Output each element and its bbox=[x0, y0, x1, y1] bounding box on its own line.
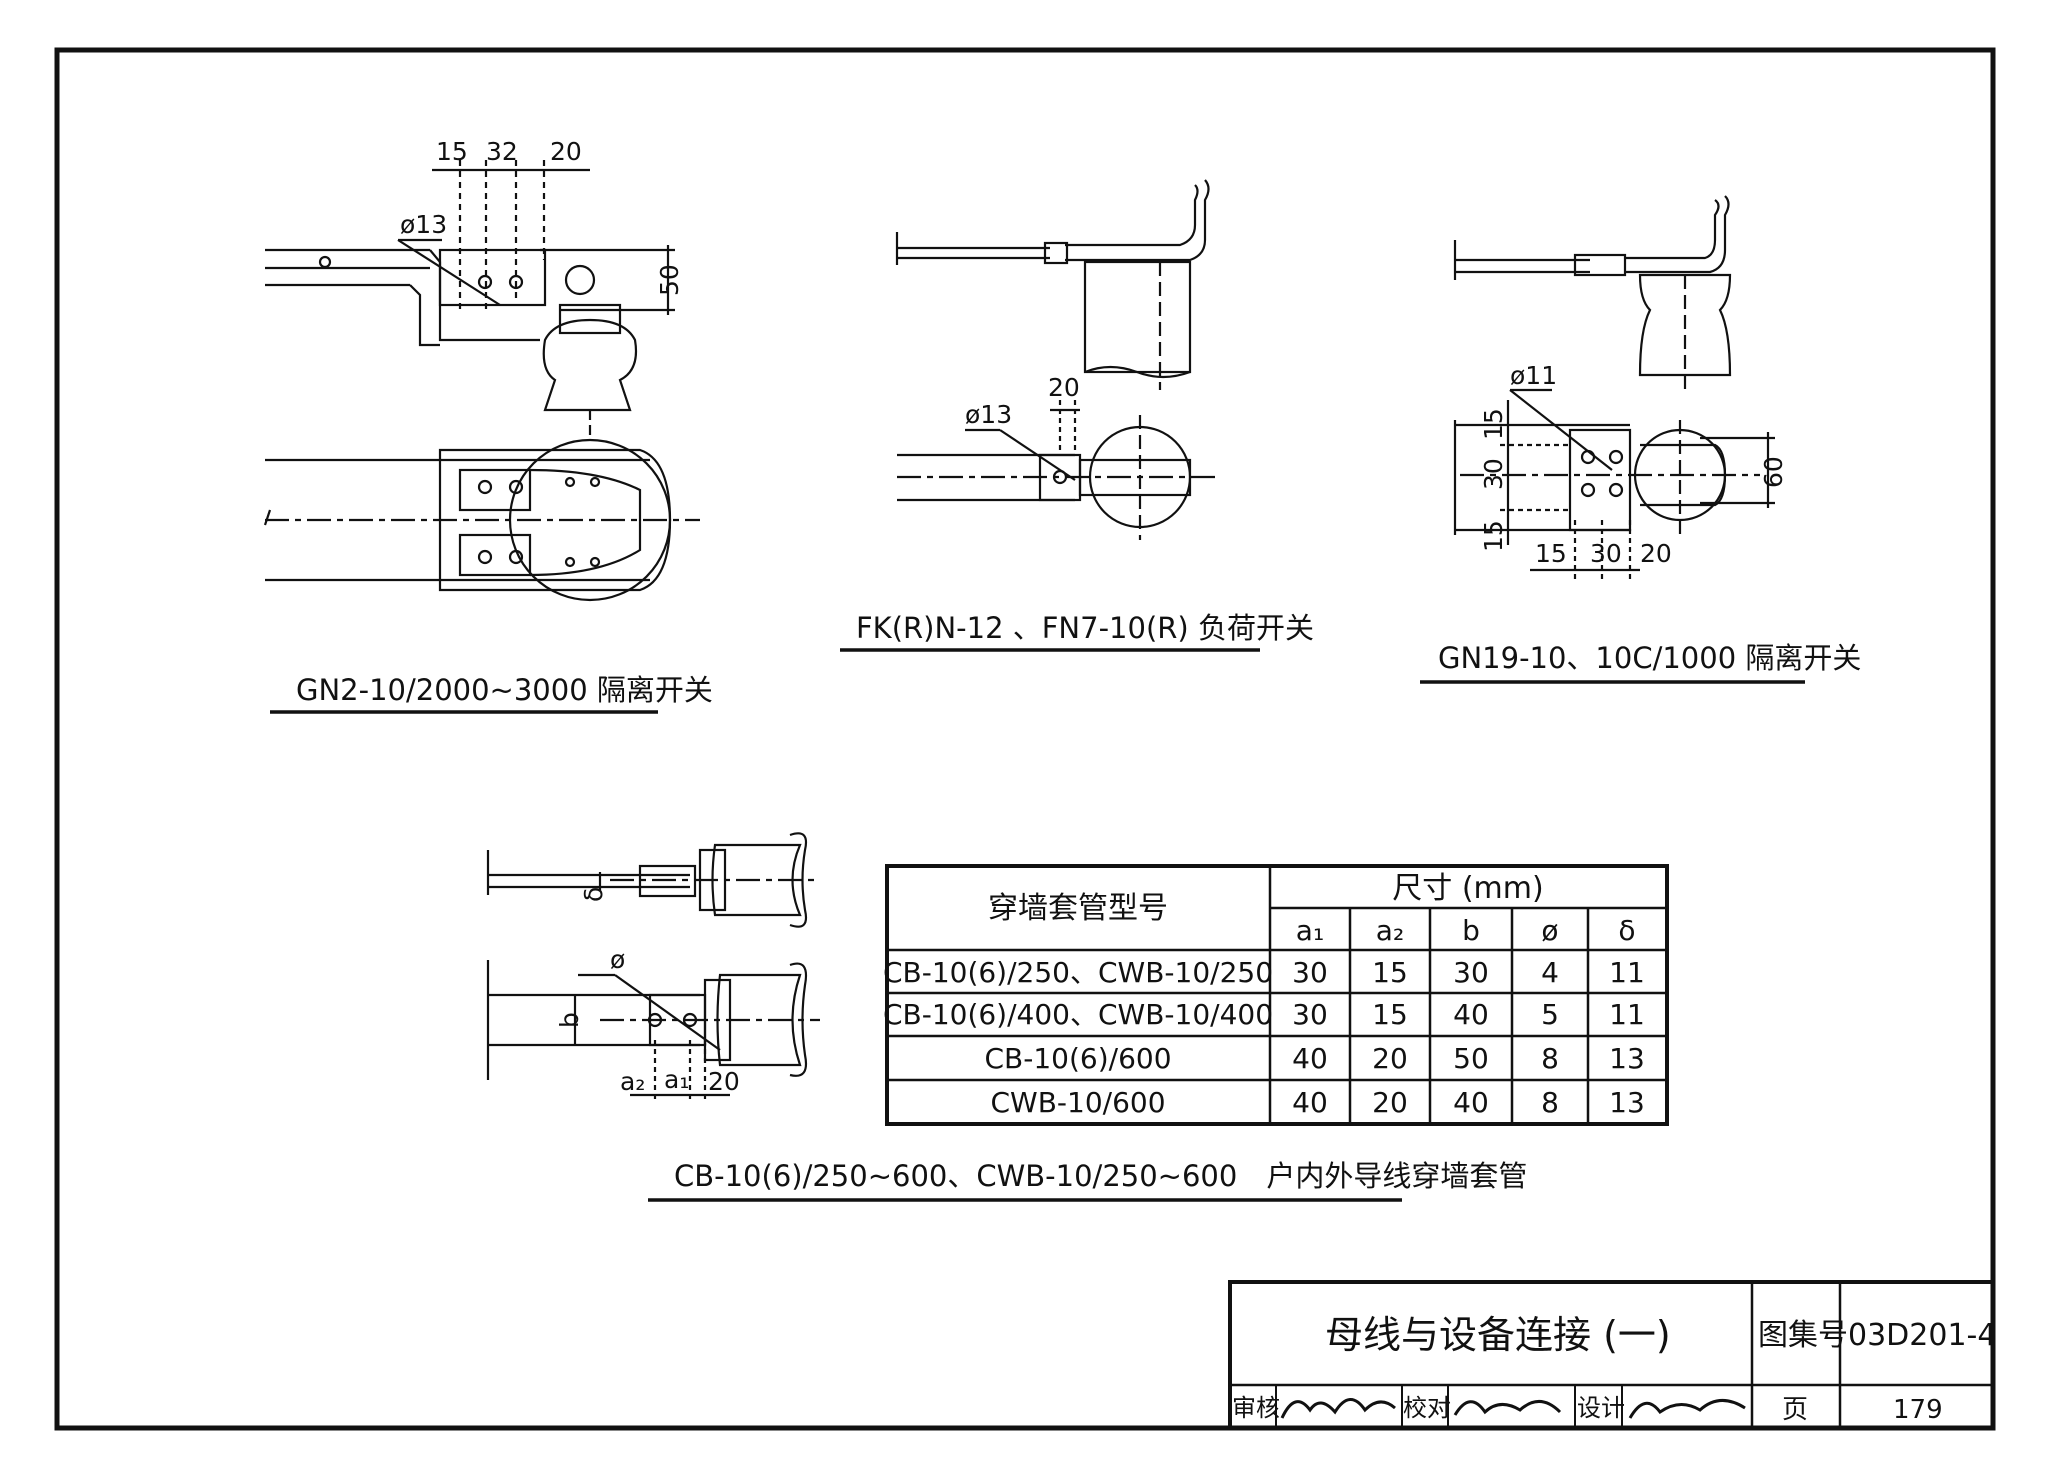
table-text: 穿墙套管型号 尺寸 (mm) a₁ a₂ b ø δ CB-10(6)/250、… bbox=[883, 871, 1645, 1119]
drawing-title: 母线与设备连接 (一) bbox=[1325, 1313, 1671, 1357]
table-row-1-a1: 30 bbox=[1292, 998, 1328, 1031]
gn19-dim-left-bottom: 15 bbox=[1479, 520, 1508, 552]
table-row-0-a2: 15 bbox=[1372, 956, 1408, 989]
gn19-dim-left-mid: 30 bbox=[1479, 458, 1508, 490]
table-row-0-model: CB-10(6)/250、CWB-10/250 bbox=[883, 956, 1273, 989]
gn2-dim-15: 15 bbox=[436, 137, 468, 166]
page-number: 179 bbox=[1893, 1395, 1943, 1425]
table-row-3-b: 40 bbox=[1453, 1086, 1489, 1119]
bushing-label-delta: δ bbox=[579, 887, 608, 902]
atlas-label: 图集号 bbox=[1758, 1318, 1848, 1353]
table-subheader-a2: a₂ bbox=[1376, 914, 1404, 947]
title-block bbox=[1228, 1280, 1995, 1430]
bushing-label-a1: a₁ bbox=[664, 1065, 689, 1094]
bushing-label-a2: a₂ bbox=[620, 1067, 645, 1096]
fk-caption: FK(R)N-12 、FN7-10(R) 负荷开关 bbox=[856, 611, 1314, 645]
table-subheader-delta: δ bbox=[1618, 914, 1635, 947]
gn19-dim-left-top: 15 bbox=[1479, 408, 1508, 440]
fk-hole-label: ø13 bbox=[965, 400, 1012, 429]
bushing-caption: CB-10(6)/250~600、CWB-10/250~600 户内外导线穿墙套… bbox=[674, 1159, 1527, 1193]
gn2-dim-50: 50 bbox=[655, 264, 684, 296]
table-row-1-b: 40 bbox=[1453, 998, 1489, 1031]
check-label: 校对 bbox=[1403, 1394, 1451, 1422]
table-row-2-b: 50 bbox=[1453, 1042, 1489, 1075]
table-row-1-delta: 11 bbox=[1609, 998, 1645, 1031]
gn19-dim-bottom-30: 30 bbox=[1590, 539, 1622, 568]
table-row-0-delta: 11 bbox=[1609, 956, 1645, 989]
table-row-2-model: CB-10(6)/600 bbox=[984, 1042, 1171, 1075]
fk-dim-20: 20 bbox=[1048, 373, 1080, 402]
gn2-drawing bbox=[263, 160, 700, 602]
table-row-2-a1: 40 bbox=[1292, 1042, 1328, 1075]
table-row-3-delta: 13 bbox=[1609, 1086, 1645, 1119]
gn19-caption: GN19-10、10C/1000 隔离开关 bbox=[1438, 641, 1861, 675]
design-label: 设计 bbox=[1577, 1394, 1625, 1422]
gn19-hole-label: ø11 bbox=[1510, 361, 1557, 390]
table-group-header: 尺寸 (mm) bbox=[1392, 871, 1543, 906]
gn2-caption: GN2-10/2000~3000 隔离开关 bbox=[296, 673, 713, 707]
table-row-2-delta: 13 bbox=[1609, 1042, 1645, 1075]
check-signature bbox=[1453, 1400, 1562, 1416]
gn2-dim-20: 20 bbox=[550, 137, 582, 166]
table-row-2-a2: 20 bbox=[1372, 1042, 1408, 1075]
atlas-number: 03D201-4 bbox=[1848, 1318, 1996, 1353]
gn19-dim-bottom-15: 15 bbox=[1535, 539, 1567, 568]
table-row-3-a2: 20 bbox=[1372, 1086, 1408, 1119]
review-signature bbox=[1280, 1398, 1396, 1419]
gn19-dim-right-60: 60 bbox=[1759, 456, 1788, 488]
review-label: 审核 bbox=[1232, 1394, 1280, 1422]
dimension-table bbox=[885, 864, 1669, 1126]
bushing-drawing bbox=[486, 832, 820, 1100]
fk-drawing bbox=[895, 179, 1215, 540]
table-row-1-a2: 15 bbox=[1372, 998, 1408, 1031]
table-row-3-phi: 8 bbox=[1541, 1086, 1559, 1119]
design-signature bbox=[1628, 1399, 1746, 1419]
table-row-0-phi: 4 bbox=[1541, 956, 1559, 989]
table-subheader-phi: ø bbox=[1541, 914, 1558, 947]
table-row-1-phi: 5 bbox=[1541, 998, 1559, 1031]
gn2-hole-label: ø13 bbox=[400, 210, 447, 239]
gn2-dim-32: 32 bbox=[486, 137, 518, 166]
sheet-border bbox=[54, 47, 1996, 1431]
table-row-1-model: CB-10(6)/400、CWB-10/400 bbox=[883, 998, 1273, 1031]
table-subheader-b: b bbox=[1462, 914, 1480, 947]
table-row-2-phi: 8 bbox=[1541, 1042, 1559, 1075]
bushing-label-phi: ø bbox=[610, 945, 625, 974]
bushing-label-b: b bbox=[555, 1012, 584, 1028]
table-row-0-b: 30 bbox=[1453, 956, 1489, 989]
bushing-label-20: 20 bbox=[708, 1067, 740, 1096]
page-label: 页 bbox=[1782, 1395, 1808, 1425]
title-block-text: 母线与设备连接 (一) 图集号 03D201-4 审核 校对 设计 页 179 bbox=[1232, 1313, 1996, 1425]
table-col0-header: 穿墙套管型号 bbox=[988, 891, 1168, 926]
table-row-3-model: CWB-10/600 bbox=[990, 1086, 1165, 1119]
table-row-0-a1: 30 bbox=[1292, 956, 1328, 989]
gn19-drawing bbox=[1453, 195, 1775, 580]
gn19-dim-bottom-20: 20 bbox=[1640, 539, 1672, 568]
table-subheader-a1: a₁ bbox=[1296, 914, 1324, 947]
table-row-3-a1: 40 bbox=[1292, 1086, 1328, 1119]
